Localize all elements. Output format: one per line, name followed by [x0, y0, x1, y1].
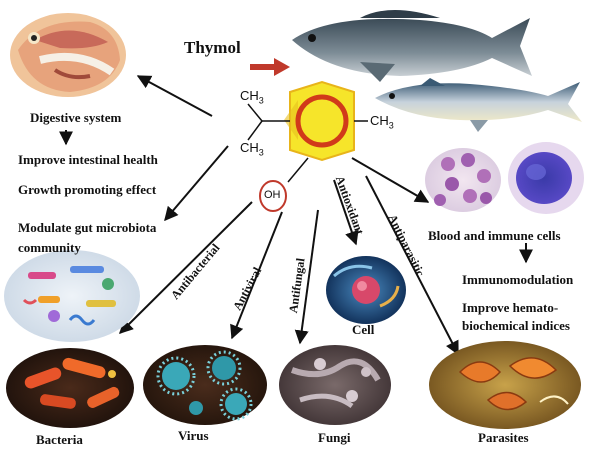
red-arrow — [250, 58, 290, 76]
methyl-bottom-sub: 3 — [258, 147, 264, 158]
blood-cells-image — [425, 148, 501, 212]
methyl-top-sub: 3 — [258, 95, 264, 106]
methyl-top-label: CH3 — [240, 88, 264, 106]
digestive-system-label: Digestive system — [30, 110, 122, 125]
methyl-right-sub: 3 — [388, 120, 394, 131]
arrows — [59, 75, 533, 356]
methyl-right-text: CH — [370, 113, 389, 128]
virus-image — [143, 345, 267, 425]
blood-immune-cells-label: Blood and immune cells — [428, 228, 561, 243]
virus-label: Virus — [178, 428, 209, 443]
methyl-right-label: CH3 — [370, 113, 394, 131]
improve-indices-label-line1: Improve hemato- — [462, 300, 559, 315]
parasites-image — [429, 341, 581, 429]
improve-intestinal-health-label: Improve intestinal health — [18, 152, 158, 167]
parasites-label: Parasites — [478, 430, 529, 445]
methyl-top-text: CH — [240, 88, 259, 103]
methyl-bottom-text: CH — [240, 140, 259, 155]
hydroxyl-label: OH — [264, 189, 281, 201]
cell-image — [326, 256, 406, 324]
digestive-system-image — [10, 13, 126, 97]
growth-promoting-effect-label: Growth promoting effect — [18, 182, 157, 197]
gut-microbiota-image — [4, 250, 140, 342]
thymol-molecule — [247, 80, 368, 212]
fish-bottom-image — [375, 78, 582, 132]
bacteria-image — [6, 348, 134, 428]
cell-label: Cell — [352, 322, 375, 337]
title-thymol: Thymol — [184, 38, 241, 57]
immunomodulation-label: Immunomodulation — [462, 272, 574, 287]
fungi-label: Fungi — [318, 430, 351, 445]
immune-cell-image — [508, 142, 584, 214]
modulate-gut-label-line1: Modulate gut microbiota — [18, 220, 157, 235]
bacteria-label: Bacteria — [36, 432, 83, 447]
methyl-bottom-label: CH3 — [240, 140, 264, 158]
improve-indices-label-line2: biochemical indices — [462, 318, 570, 333]
fish-top-image — [292, 10, 532, 82]
fungi-image — [279, 345, 391, 425]
modulate-gut-label-line2: community — [18, 240, 81, 255]
